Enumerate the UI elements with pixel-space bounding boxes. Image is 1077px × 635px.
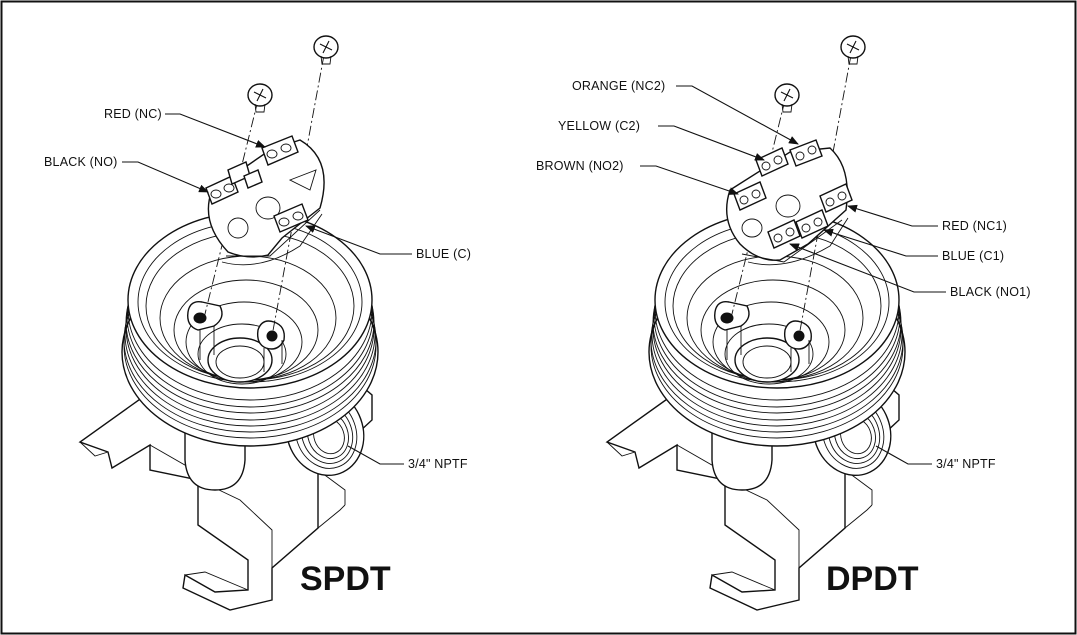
dpdt-label-black-no1: BLACK (NO1): [950, 285, 1031, 299]
dpdt-leader-blue: [823, 228, 938, 257]
spdt-label-nptf: 3/4" NPTF: [408, 457, 468, 471]
spdt-title: SPDT: [300, 560, 391, 598]
dpdt-leader-red: [847, 204, 938, 227]
spdt-label-blue-c: BLUE (C): [416, 247, 471, 261]
dpdt-leader-nptf: [875, 445, 932, 465]
spdt-label-red-nc: RED (NC): [104, 107, 162, 121]
dpdt-leader-brown: [640, 165, 739, 195]
dpdt-diagram: DPDT ORANGE (NC2) YELLOW (C2) BROWN (NO2…: [536, 35, 1031, 611]
dpdt-leader-orange: [676, 85, 799, 145]
dpdt-leader-yellow: [658, 125, 765, 161]
spdt-leader-red: [165, 113, 266, 148]
dpdt-label-yellow-c2: YELLOW (C2): [558, 119, 640, 133]
dpdt-title: DPDT: [826, 560, 919, 598]
dpdt-label-blue-c1: BLUE (C1): [942, 249, 1004, 263]
spdt-diagram: SPDT RED (NC) BLACK (NO) BLUE (C) 3/4" N…: [44, 35, 471, 611]
dpdt-label-brown-no2: BROWN (NO2): [536, 159, 624, 173]
spdt-leader-black: [122, 161, 209, 193]
spdt-leader-nptf: [347, 445, 404, 465]
spdt-leader-blue: [305, 225, 412, 255]
dpdt-label-orange-nc2: ORANGE (NC2): [572, 79, 665, 93]
dpdt-leader-black: [789, 243, 946, 293]
dpdt-label-nptf: 3/4" NPTF: [936, 457, 996, 471]
dpdt-label-red-nc1: RED (NC1): [942, 219, 1007, 233]
spdt-label-black-no: BLACK (NO): [44, 155, 118, 169]
